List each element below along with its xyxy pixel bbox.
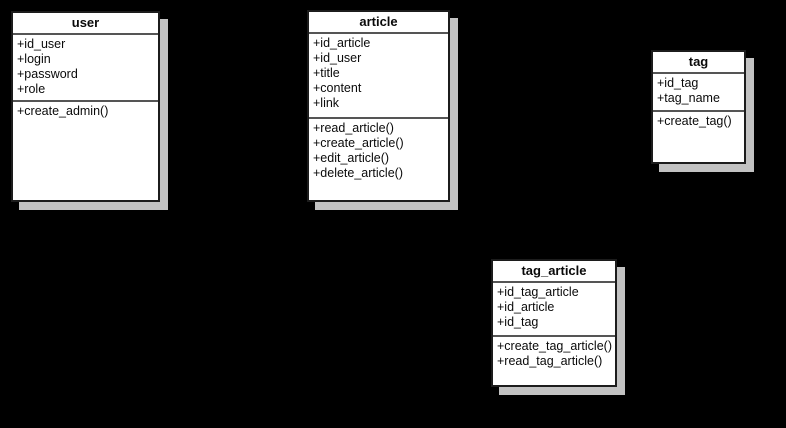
method-row: +delete_article() [313, 166, 403, 180]
method-row: +create_tag_article() [497, 339, 612, 353]
class-methods-section: +read_article()+create_article()+edit_ar… [309, 119, 448, 200]
class-attributes-section: +id_article+id_user+title+content+link [309, 34, 448, 119]
attribute-row: +role [17, 82, 46, 96]
class-title: tag_article [493, 261, 615, 283]
class-methods-section: +create_tag_article()+read_tag_article() [493, 337, 615, 385]
class-box-article: article +id_article+id_user+title+conten… [307, 10, 450, 202]
method-row: +create_article() [313, 136, 404, 150]
method-row: +read_tag_article() [497, 354, 603, 368]
attribute-row: +link [313, 96, 340, 110]
attribute-row: +title [313, 66, 340, 80]
attribute-row: +id_article [497, 300, 555, 314]
class-attributes-section: +id_tag+tag_name [653, 74, 744, 112]
attribute-row: +content [313, 81, 362, 95]
class-attributes-section: +id_user+login+password+role [13, 35, 158, 102]
attribute-row: +tag_name [657, 91, 720, 105]
attribute-row: +password [17, 67, 78, 81]
attribute-row: +id_tag_article [497, 285, 579, 299]
class-box-tag: tag +id_tag+tag_name +create_tag() [651, 50, 746, 164]
attribute-row: +login [17, 52, 51, 66]
method-row: +create_admin() [17, 104, 109, 118]
method-row: +edit_article() [313, 151, 390, 165]
class-box-tag-article: tag_article +id_tag_article+id_article+i… [491, 259, 617, 387]
class-box-user: user +id_user+login+password+role +creat… [11, 11, 160, 202]
class-methods-section: +create_tag() [653, 112, 744, 162]
class-attributes-section: +id_tag_article+id_article+id_tag [493, 283, 615, 337]
class-title: user [13, 13, 158, 35]
method-row: +create_tag() [657, 114, 732, 128]
attribute-row: +id_user [313, 51, 362, 65]
attribute-row: +id_user [17, 37, 66, 51]
class-title: article [309, 12, 448, 34]
attribute-row: +id_tag [497, 315, 539, 329]
method-row: +read_article() [313, 121, 394, 135]
class-methods-section: +create_admin() [13, 102, 158, 200]
attribute-row: +id_article [313, 36, 371, 50]
attribute-row: +id_tag [657, 76, 699, 90]
class-title: tag [653, 52, 744, 74]
